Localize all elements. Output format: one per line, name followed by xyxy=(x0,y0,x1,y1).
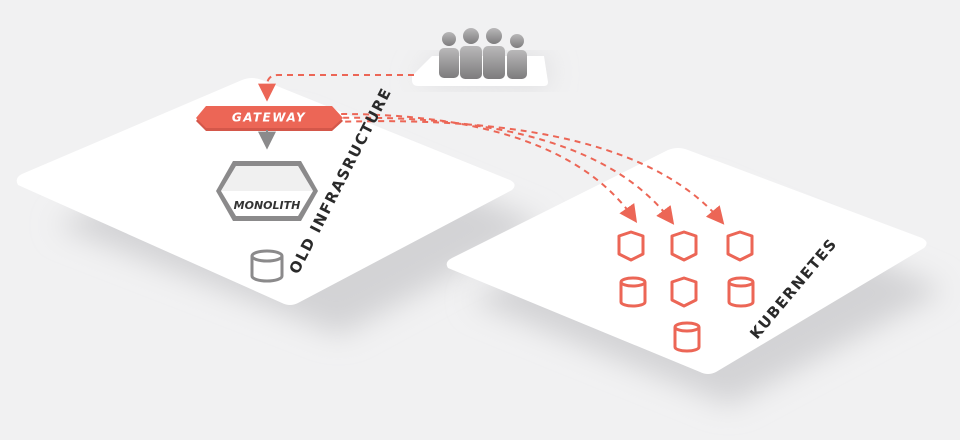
service-database-icon xyxy=(673,321,701,353)
service-database-icon xyxy=(619,276,647,308)
kubernetes-platform xyxy=(446,148,927,374)
gateway-to-service-arrow xyxy=(333,120,725,225)
service-hexagon-icon xyxy=(617,230,645,262)
gateway-to-service-arrow xyxy=(329,112,638,223)
gateway-banner: GATEWAY xyxy=(196,106,343,131)
users-to-gateway-arrow xyxy=(258,74,414,102)
users-group-icon xyxy=(439,28,527,79)
monolith-node: MONOLITH xyxy=(216,161,318,221)
service-hexagon-icon xyxy=(726,230,754,262)
service-hexagon-icon xyxy=(670,230,698,262)
gateway-label: GATEWAY xyxy=(232,111,306,125)
service-database-icon xyxy=(727,276,755,308)
service-hexagon-icon xyxy=(670,276,698,308)
monolith-label: MONOLITH xyxy=(234,199,301,212)
legacy-database-icon xyxy=(250,249,284,283)
gateway-to-service-arrow xyxy=(331,116,675,225)
